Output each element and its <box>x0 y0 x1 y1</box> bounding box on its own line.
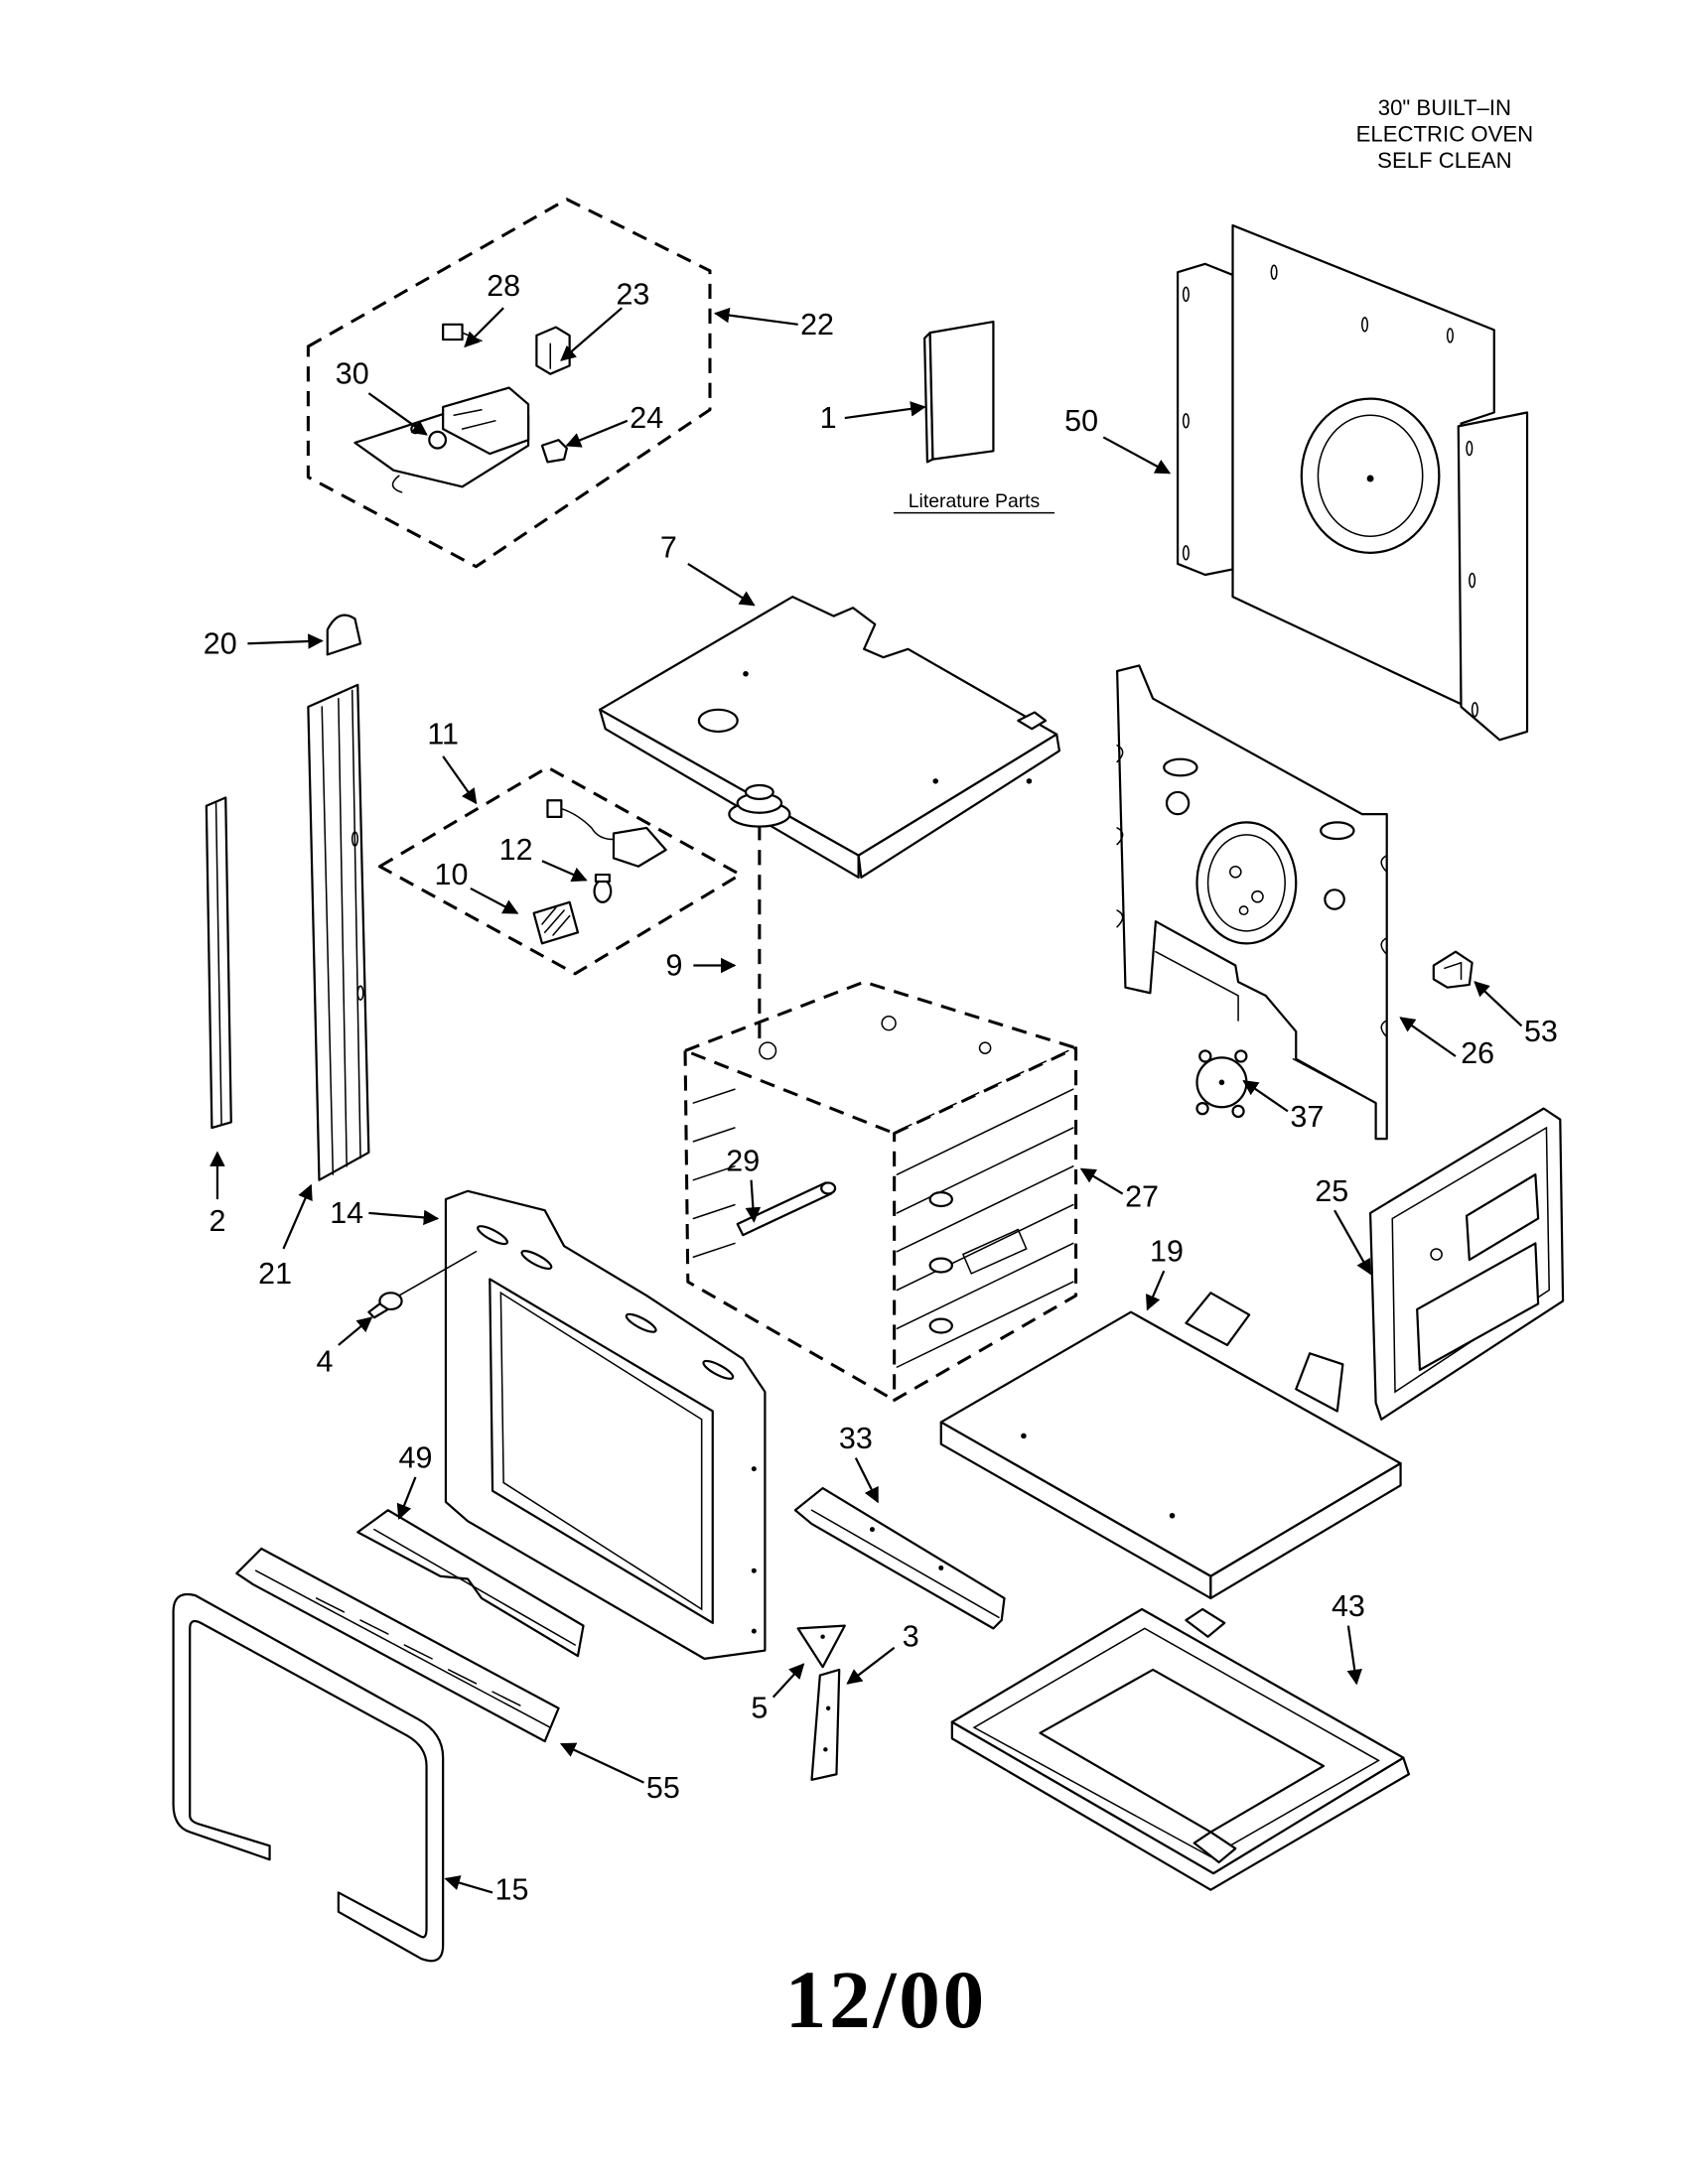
leader-3 <box>846 1646 896 1685</box>
part-50-rear-panel <box>1176 223 1529 742</box>
leader-15 <box>444 1875 493 1894</box>
callout-50: 50 <box>1064 404 1098 438</box>
callout-26: 26 <box>1461 1036 1494 1070</box>
callout-10: 10 <box>435 858 469 891</box>
callout-9: 9 <box>665 949 682 983</box>
part-28-terminal <box>442 323 483 342</box>
callout-22: 22 <box>800 308 834 341</box>
leader-30 <box>367 392 428 436</box>
callout-30: 30 <box>336 357 369 391</box>
part-15-door-gasket <box>172 1592 445 1963</box>
callout-25: 25 <box>1315 1174 1348 1208</box>
leader-24 <box>565 419 629 448</box>
leader-11 <box>442 755 478 805</box>
part-55-vent-trim <box>235 1547 560 1743</box>
leader-7 <box>687 562 756 607</box>
part-20-tab <box>326 614 362 656</box>
leader-22 <box>713 307 798 326</box>
part-5-bracket <box>796 1624 846 1669</box>
callout-7: 7 <box>660 530 677 564</box>
leader-20 <box>247 633 324 649</box>
date-code: 12/00 <box>785 1954 987 2045</box>
part-7-top-plate <box>599 596 1061 879</box>
part-27-oven-cavity <box>683 980 1078 1402</box>
callout-43: 43 <box>1332 1589 1365 1623</box>
callout-5: 5 <box>751 1692 768 1725</box>
leader-53 <box>1474 981 1523 1027</box>
callout-20: 20 <box>204 626 237 660</box>
leader-29 <box>745 1179 762 1223</box>
literature-label: Literature Parts <box>893 490 1055 514</box>
leader-1 <box>844 401 926 420</box>
part-11-lamp-assembly <box>377 765 742 976</box>
callout-53: 53 <box>1524 1015 1558 1048</box>
part-3-bracket <box>810 1668 841 1781</box>
callout-1: 1 <box>820 401 837 435</box>
leader-49 <box>396 1476 417 1520</box>
part-24-connector <box>540 439 568 464</box>
callout-29: 29 <box>726 1144 760 1177</box>
part-26-back-wall <box>1116 664 1388 1141</box>
leader-5 <box>772 1663 805 1699</box>
header-line-1: 30" BUILT–IN <box>1378 95 1511 120</box>
leader-23 <box>560 307 624 361</box>
callout-33: 33 <box>839 1422 873 1455</box>
leader-21 <box>282 1183 313 1250</box>
leader-25 <box>1333 1209 1372 1276</box>
part-14-front-frame <box>398 1189 767 1660</box>
callout-4: 4 <box>317 1345 334 1379</box>
part-2-strip <box>205 796 232 1130</box>
callout-28: 28 <box>487 269 520 303</box>
part-1-literature <box>923 320 995 464</box>
leader-arrows <box>210 307 1523 1894</box>
part-29-element <box>736 1181 837 1237</box>
part-9-sensor-cap <box>728 783 791 1045</box>
part-23-switch <box>535 326 571 375</box>
model-header: 30" BUILT–IN ELECTRIC OVEN SELF CLEAN <box>1356 95 1534 173</box>
part-4-screw <box>367 1292 403 1319</box>
header-line-2: ELECTRIC OVEN <box>1356 122 1534 147</box>
callout-49: 49 <box>399 1441 433 1475</box>
leader-55 <box>559 1742 644 1784</box>
leader-37 <box>1242 1080 1289 1113</box>
part-43-bottom-tray <box>950 1607 1410 1891</box>
leader-43 <box>1346 1625 1362 1686</box>
leader-19 <box>1145 1270 1166 1311</box>
callout-55: 55 <box>646 1771 680 1805</box>
callout-2: 2 <box>209 1204 225 1238</box>
leader-4 <box>338 1316 373 1346</box>
part-21-side-trim <box>307 683 370 1181</box>
callouts: 28 23 22 30 24 1 50 7 20 11 12 10 9 53 2… <box>204 269 1558 1907</box>
leader-26 <box>1399 1017 1457 1057</box>
part-53-clip <box>1432 950 1474 989</box>
leader-28 <box>464 307 504 348</box>
callout-23: 23 <box>616 277 649 311</box>
header-line-3: SELF CLEAN <box>1377 148 1511 173</box>
leader-50 <box>1102 436 1172 475</box>
part-19-bottom-plate <box>939 1292 1402 1600</box>
callout-24: 24 <box>630 401 663 435</box>
callout-27: 27 <box>1125 1179 1159 1213</box>
part-49-rail <box>356 1509 585 1658</box>
callout-15: 15 <box>495 1873 529 1907</box>
callout-12: 12 <box>499 833 533 867</box>
callout-37: 37 <box>1290 1100 1324 1134</box>
part-12-bulb <box>593 873 613 903</box>
leader-33 <box>854 1457 880 1504</box>
leader-27 <box>1079 1167 1124 1195</box>
literature-parts-text: Literature Parts <box>909 490 1040 512</box>
callout-11: 11 <box>427 718 459 751</box>
callout-19: 19 <box>1150 1235 1184 1269</box>
part-10-lens <box>532 900 580 945</box>
leader-10 <box>470 887 519 914</box>
part-33-rail <box>793 1486 1006 1630</box>
callout-21: 21 <box>258 1257 292 1291</box>
part-25-side-panel <box>1368 1107 1565 1421</box>
leader-14 <box>368 1209 440 1226</box>
leader-12 <box>541 860 588 883</box>
callout-14: 14 <box>330 1196 363 1230</box>
part-37-gasket <box>1195 1049 1248 1119</box>
callout-3: 3 <box>903 1620 919 1654</box>
